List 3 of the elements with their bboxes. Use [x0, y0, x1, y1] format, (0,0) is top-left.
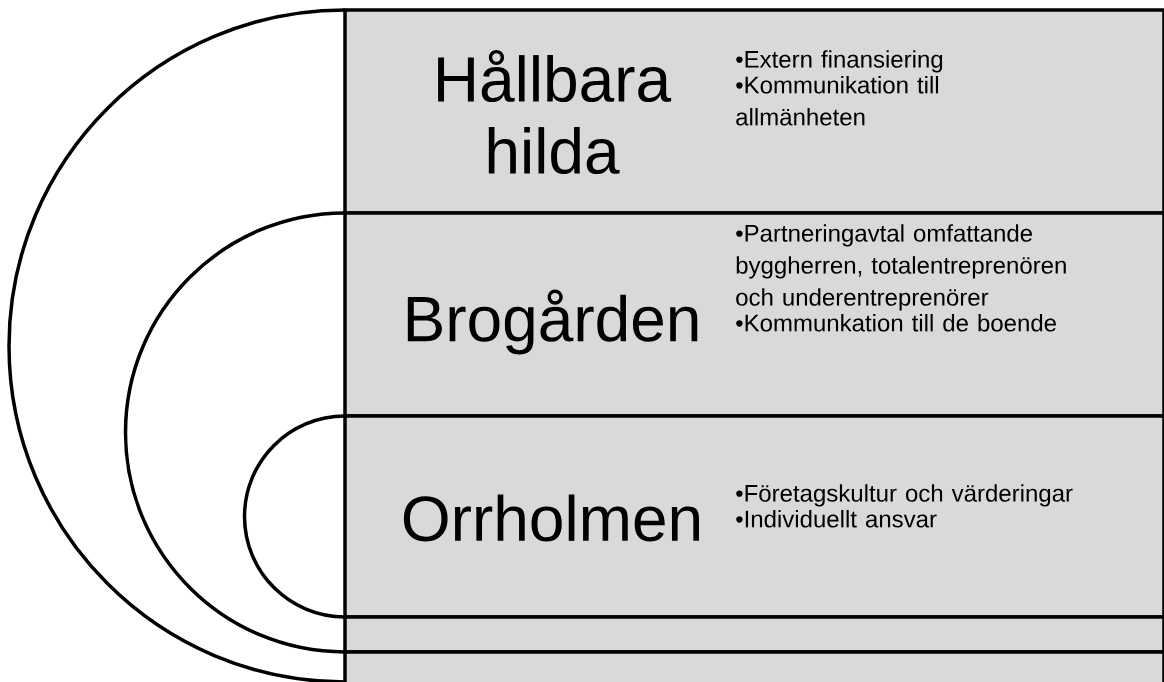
band-panel: Hållbara hilda •Extern finansiering •Kommunikation till allmänheten	[343, 8, 1164, 215]
band-panel: Brogården •Partneringavtal omfattande byggherren, totalentreprenören och underentreprenörer •Kommunkation till de boende	[343, 211, 1164, 418]
band-panel	[343, 650, 1164, 682]
